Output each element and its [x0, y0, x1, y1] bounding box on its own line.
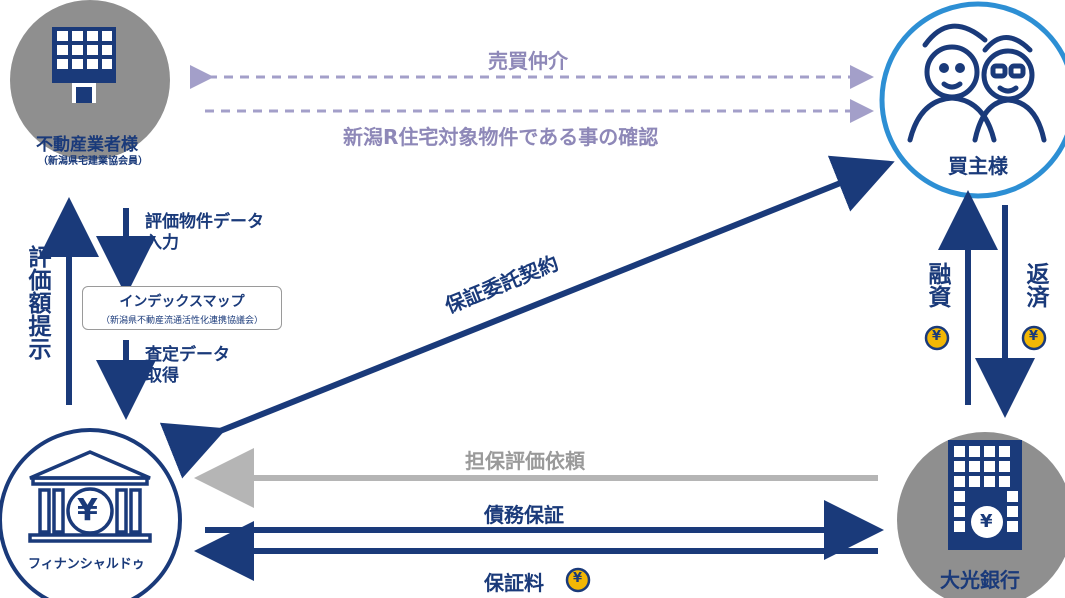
yen-coin-fee — [565, 567, 591, 593]
yen-icon-loan: ¥ — [932, 329, 942, 344]
collateral-request-label: 担保評価依頼 — [465, 449, 585, 473]
appraisal-label: 評価額提示 — [24, 245, 50, 360]
guarantee-contract-arrow — [159, 155, 895, 479]
guarantor-title: フィナンシャルドゥ — [28, 557, 145, 572]
guarantor-node — [0, 428, 182, 598]
index-map-subtitle: （新潟県不動産流通活性化連携協議会） — [100, 316, 263, 326]
bank-yen-icon — [28, 450, 152, 543]
office-building-icon — [52, 27, 116, 103]
bank-title: 大光銀行 — [940, 568, 1020, 592]
index-map-title: インデックスマップ — [119, 294, 245, 310]
bank-node — [897, 432, 1065, 598]
guarantee-fee-label: 保証料 — [484, 571, 544, 595]
yen-coin-loan — [924, 325, 950, 351]
repayment-label: 返済 — [1022, 262, 1048, 308]
index-map-box: インデックスマップ （新潟県不動産流通活性化連携協議会） — [82, 286, 282, 330]
buyer-node — [879, 1, 1065, 199]
yen-coin-repayment — [1021, 325, 1047, 351]
realtor-subtitle: （新潟県宅建業協会員） — [38, 156, 148, 167]
buyer-title: 買主様 — [948, 154, 1008, 178]
confirmation-label: 新潟R住宅対象物件である事の確認 — [343, 125, 659, 149]
yen-icon-fee: ¥ — [573, 571, 583, 586]
yen-icon-repayment: ¥ — [1029, 329, 1039, 344]
yen-icon-guarantor: ¥ — [77, 493, 98, 528]
loan-label: 融資 — [924, 262, 950, 308]
data-input-label: 評価物件データ 入力 — [145, 212, 264, 253]
realtor-node — [10, 0, 170, 160]
bank-building-icon — [948, 440, 1022, 550]
realtor-title: 不動産業者様 — [36, 135, 138, 155]
yen-icon-bank: ¥ — [980, 511, 993, 532]
debt-guarantee-label: 債務保証 — [484, 503, 564, 527]
couple-icon — [907, 23, 1047, 143]
brokerage-label: 売買仲介 — [488, 49, 568, 73]
valuation-data-label: 査定データ 取得 — [145, 345, 230, 386]
